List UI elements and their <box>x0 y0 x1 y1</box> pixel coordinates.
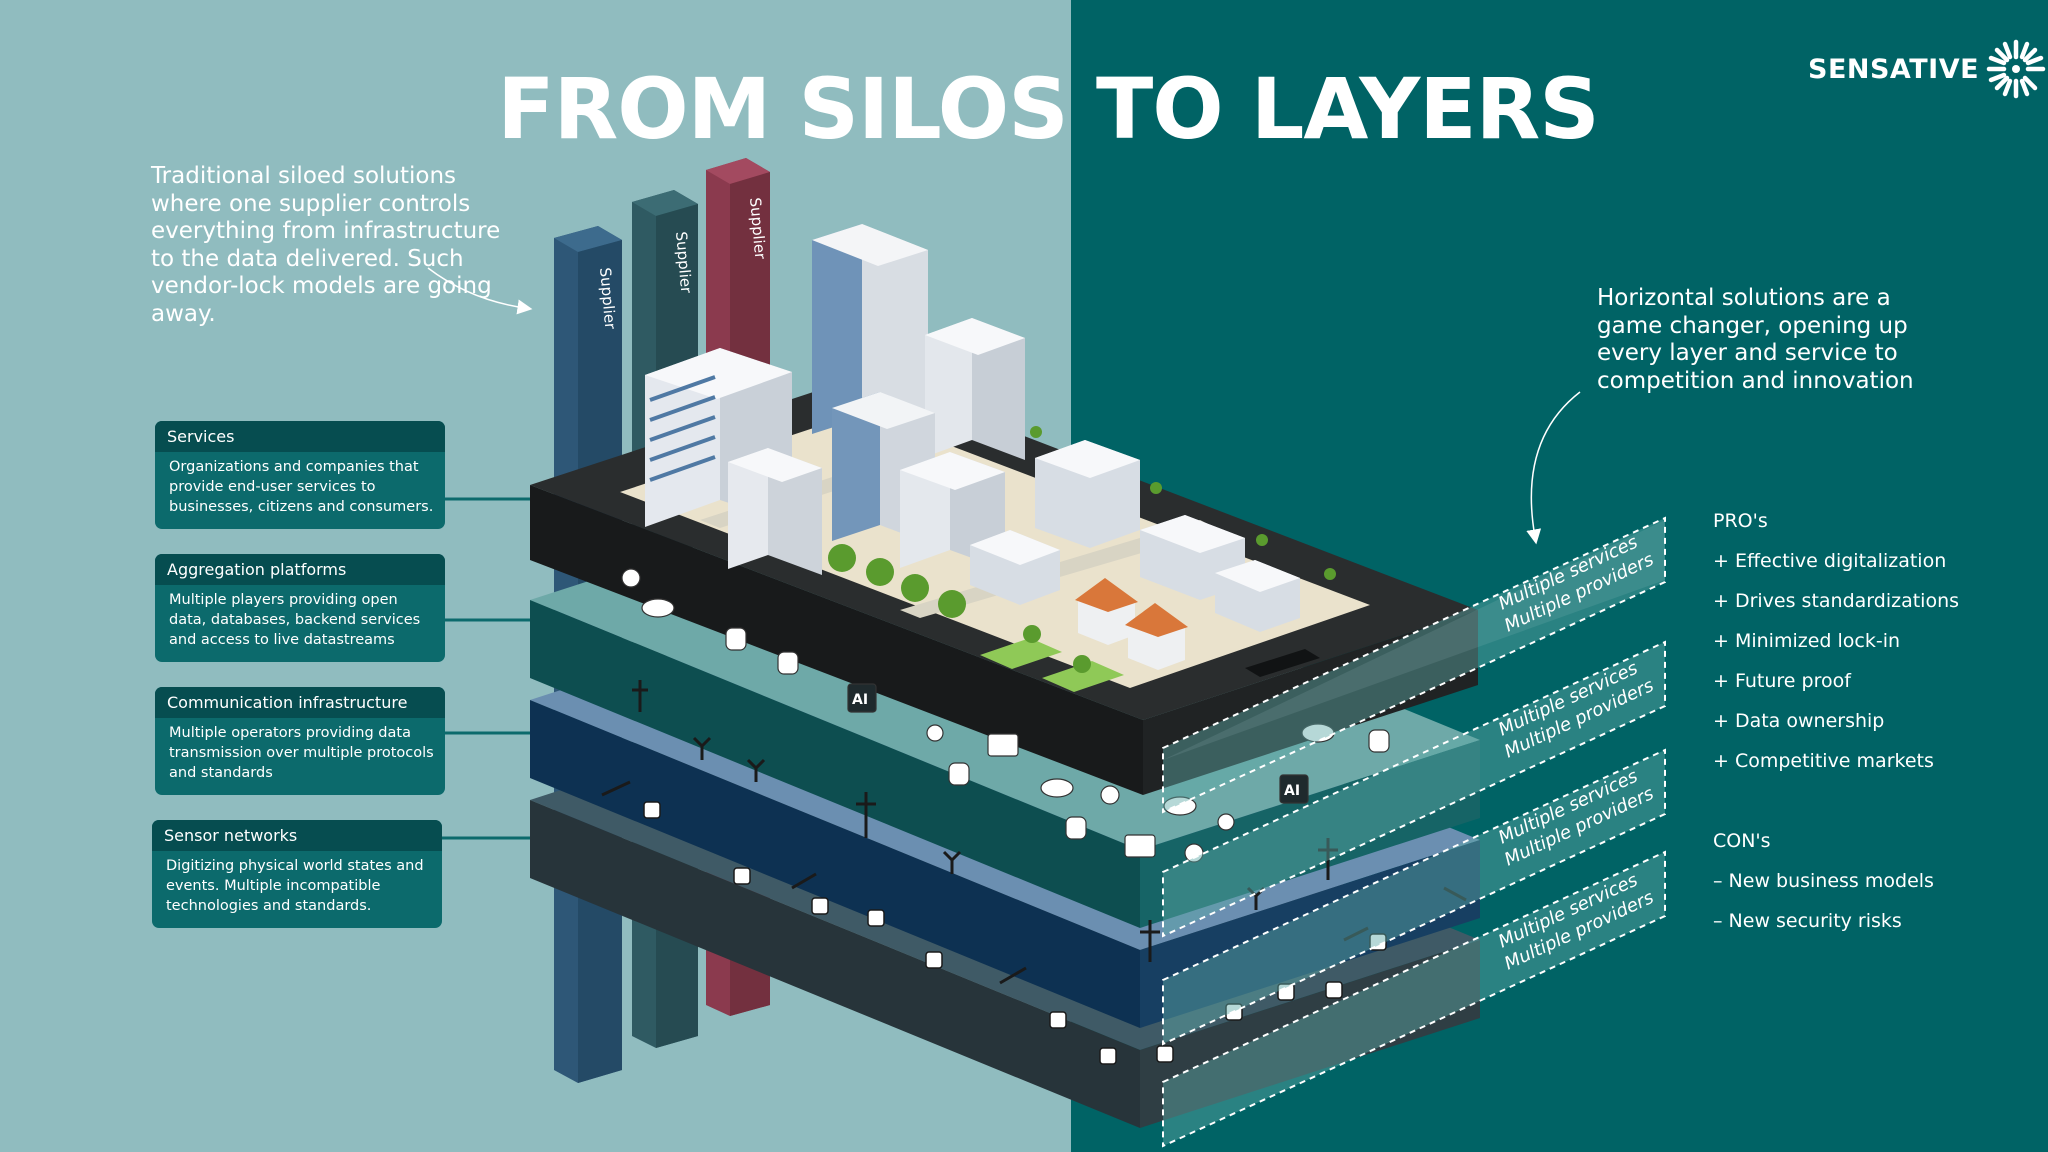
database-icon <box>1065 816 1087 840</box>
sensor-device-icon <box>925 951 943 969</box>
arrow-left-annotation <box>427 267 533 315</box>
antenna-tower-icon <box>1318 838 1338 880</box>
satellite-icon <box>791 872 817 890</box>
layer-card-sensor-networks: Sensor networks Digitizing physical worl… <box>152 820 442 928</box>
ai-chip-icon <box>1279 774 1309 804</box>
gear-icon <box>1100 785 1120 805</box>
pros-heading: PRO's <box>1713 510 1768 532</box>
pros-item: + Competitive markets <box>1713 750 1934 772</box>
supplier-label-blue: Supplier <box>596 267 619 331</box>
cons-heading: CON's <box>1713 830 1771 852</box>
building-low-3 <box>1215 560 1300 632</box>
cons-list: CON's – New business models – New securi… <box>1713 825 1934 945</box>
sensor-device-icon <box>1325 981 1343 999</box>
sensor-device-icon <box>733 867 751 885</box>
card-connectors <box>440 497 535 840</box>
ai-chip-label: AI <box>852 692 868 708</box>
layer-card-description: Organizations and companies that provide… <box>169 459 434 515</box>
cons-item: – New security risks <box>1713 910 1902 932</box>
gear-icon <box>621 568 641 588</box>
layer-card-description: Multiple players providing open data, da… <box>169 592 421 648</box>
brand-name: SENSATIVE <box>1808 53 1980 85</box>
layer-card-title: Communication infrastructure <box>155 687 445 718</box>
page-title: FROM SILOS TO LAYERS <box>497 60 1600 158</box>
sensor-device-icon <box>1049 1011 1067 1029</box>
house-orange-roof-2 <box>1125 603 1188 670</box>
layer-card-communication: Communication infrastructure Multiple op… <box>155 687 445 795</box>
pros-item: + Drives standardizations <box>1713 590 1960 612</box>
sensor-device-icon <box>811 897 829 915</box>
antenna-tower-icon <box>1140 920 1160 962</box>
ai-chip-label: AI <box>1284 783 1300 799</box>
city-buildings <box>645 224 1300 670</box>
cloud-icon <box>1040 778 1074 798</box>
satellite-icon <box>1343 926 1369 942</box>
layer-card-title: Services <box>155 421 445 452</box>
building-glass-tower <box>812 224 928 444</box>
layer-card-description: Multiple operators providing data transm… <box>169 725 434 781</box>
sensative-logo: SENSATIVE <box>1808 38 2047 100</box>
signal-icon <box>942 850 962 874</box>
signal-icon <box>692 736 712 760</box>
layer-tag-communication <box>1162 748 1666 1046</box>
communication-icons <box>601 680 1467 985</box>
sensor-device-icon <box>1156 1045 1174 1063</box>
intro-left-text: Traditional siloed solutions where one s… <box>151 163 501 327</box>
arrow-right-annotation <box>1526 391 1581 545</box>
supplier-label-red: Supplier <box>746 197 769 261</box>
pros-item: + Effective digitalization <box>1713 550 1947 572</box>
intro-right-text: Horizontal solutions are a game changer,… <box>1597 285 1914 394</box>
satellite-icon <box>1443 886 1467 902</box>
layer-tag-aggregation <box>1162 640 1666 938</box>
satellite-icon <box>999 966 1027 985</box>
wrench-icon <box>1217 813 1235 831</box>
building-low-1 <box>970 530 1060 605</box>
layer-tag-sensor <box>1162 850 1666 1148</box>
ai-chip-icon <box>847 683 877 713</box>
supplier-label-teal: Supplier <box>672 231 695 295</box>
building-office-right <box>925 318 1025 460</box>
antenna-tower-icon <box>632 680 648 712</box>
sensor-device-icon <box>1099 1047 1117 1065</box>
layer-tag-services <box>1162 516 1666 814</box>
drone-icon <box>987 733 1019 757</box>
building-small-left <box>728 448 822 575</box>
database-icon <box>777 651 799 675</box>
house-orange-roof-1 <box>1075 578 1138 645</box>
sensor-device-icon <box>867 909 885 927</box>
signal-icon <box>746 758 766 782</box>
layer-card-title: Sensor networks <box>152 820 442 851</box>
sensor-device-icon <box>1369 933 1387 951</box>
drone-icon <box>1124 834 1156 858</box>
cloud-icon <box>1163 796 1197 816</box>
sunburst-logo-icon <box>1986 39 2046 99</box>
city-parks <box>980 638 1124 692</box>
database-icon <box>725 627 747 651</box>
pros-item: + Minimized lock-in <box>1713 630 1901 652</box>
satellite-icon <box>601 780 631 797</box>
antenna-tower-icon <box>856 792 876 838</box>
layer-card-description: Digitizing physical world states and eve… <box>166 858 424 914</box>
layer-card-services: Services Organizations and companies tha… <box>155 421 445 529</box>
database-icon <box>1368 729 1390 753</box>
layer-card-aggregation: Aggregation platforms Multiple players p… <box>155 554 445 662</box>
pros-item: + Data ownership <box>1713 710 1885 732</box>
pros-list: PRO's + Effective digitalization + Drive… <box>1713 505 1959 785</box>
wrench-icon <box>926 724 944 742</box>
sensor-device-icon <box>1277 983 1295 1001</box>
building-wide <box>1035 440 1140 548</box>
cloud-icon <box>641 598 675 618</box>
pros-item: + Future proof <box>1713 670 1851 692</box>
database-icon <box>948 762 970 786</box>
layer-card-title: Aggregation platforms <box>155 554 445 585</box>
cons-item: – New business models <box>1713 870 1934 892</box>
sensor-device-icon <box>643 801 661 819</box>
city-trees <box>828 426 1336 673</box>
sensor-icons <box>643 801 1387 1065</box>
